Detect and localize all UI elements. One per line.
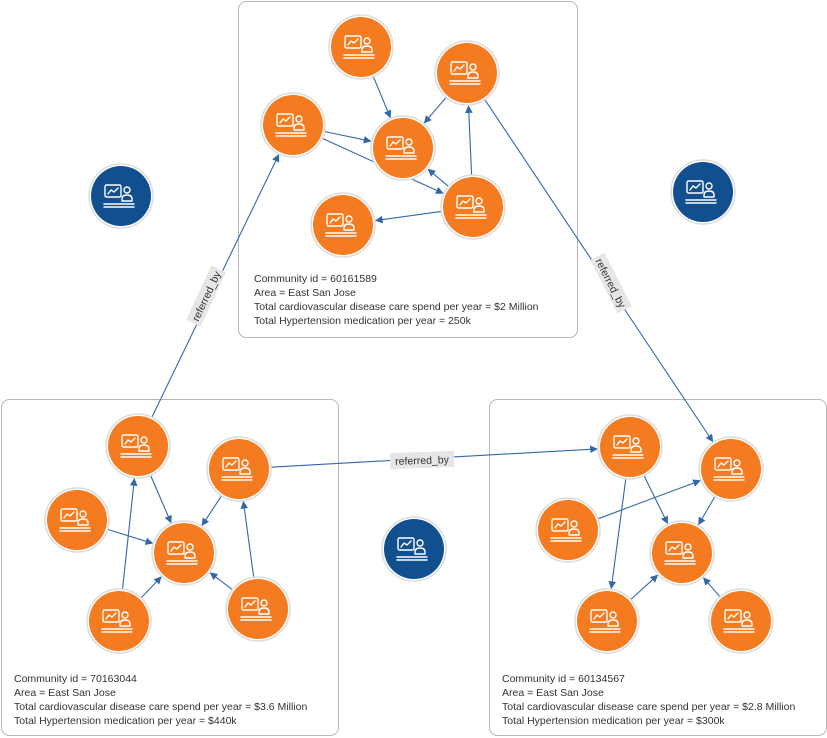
chart-presentation-person-icon	[103, 184, 135, 208]
chart-presentation-person-icon	[325, 213, 357, 237]
community-node[interactable]	[86, 588, 152, 654]
edge-arrow	[703, 577, 721, 598]
community-node[interactable]	[434, 40, 500, 106]
edge-label-middle: referred_by	[389, 450, 455, 470]
chart-presentation-person-icon	[396, 537, 428, 561]
community-spend-text: Total cardiovascular disease care spend …	[502, 701, 795, 713]
isolated-node[interactable]	[381, 516, 447, 582]
chart-presentation-person-icon	[612, 435, 644, 459]
chart-presentation-person-icon	[550, 518, 582, 542]
community-node[interactable]	[649, 520, 715, 586]
community-node[interactable]	[310, 192, 376, 258]
edge-arrow	[423, 96, 447, 124]
community-node[interactable]	[535, 497, 601, 563]
community-id-text: Community id = 60134567	[502, 673, 625, 685]
edge-arrow	[324, 130, 372, 144]
chart-presentation-person-icon	[664, 541, 696, 565]
community-node[interactable]	[698, 436, 764, 502]
edge-arrow	[209, 572, 233, 591]
community-meds-text: Total Hypertension medication per year =…	[14, 715, 237, 727]
community-meds-text: Total Hypertension medication per year =…	[502, 715, 725, 727]
chart-presentation-person-icon	[221, 457, 253, 481]
edge-arrow	[608, 478, 627, 590]
edge-label-right: referred_by	[590, 252, 632, 314]
community-node[interactable]	[370, 115, 436, 181]
edge-arrow	[374, 210, 442, 224]
edge-arrow	[643, 475, 668, 525]
edge-arrow	[201, 495, 222, 527]
community-meds-text: Total Hypertension medication per year =…	[254, 315, 472, 327]
community-node[interactable]	[260, 92, 326, 158]
community-id-text: Community id = 60161589	[254, 273, 377, 285]
edge-arrow	[140, 576, 162, 599]
nodes-layer	[44, 14, 774, 654]
chart-presentation-person-icon	[449, 61, 481, 85]
edge-arrow	[597, 479, 701, 520]
community-spend-text: Total cardiovascular disease care spend …	[14, 701, 307, 713]
edge-label-left: referred_by	[186, 265, 226, 327]
chart-presentation-person-icon	[166, 541, 198, 565]
community-spend-text: Total cardiovascular disease care spend …	[254, 301, 539, 313]
community-node[interactable]	[708, 588, 774, 654]
chart-presentation-person-icon	[101, 609, 133, 633]
chart-presentation-person-icon	[685, 180, 717, 204]
isolated-node[interactable]	[670, 159, 736, 225]
community-id-text: Community id = 70163044	[14, 673, 137, 685]
community-node[interactable]	[597, 414, 663, 480]
edge-arrow	[698, 496, 716, 526]
chart-presentation-person-icon	[723, 609, 755, 633]
chart-presentation-person-icon	[589, 609, 621, 633]
chart-presentation-person-icon	[455, 195, 487, 219]
edge-arrow	[107, 528, 154, 545]
chart-presentation-person-icon	[713, 457, 745, 481]
chart-presentation-person-icon	[275, 113, 307, 137]
community-node[interactable]	[105, 413, 171, 479]
community-node[interactable]	[151, 520, 217, 586]
edge-arrow	[464, 105, 473, 176]
edge-arrow	[150, 475, 172, 524]
community-area-text: Area = East San Jose	[502, 687, 604, 699]
svg-text:referred_by: referred_by	[395, 454, 450, 468]
chart-presentation-person-icon	[343, 35, 375, 59]
community-info-left: Community id = 70163044 Area = East San …	[14, 673, 307, 727]
edge-arrow	[372, 76, 392, 119]
community-node[interactable]	[225, 576, 291, 642]
community-node[interactable]	[440, 174, 506, 240]
chart-presentation-person-icon	[240, 597, 272, 621]
community-node[interactable]	[574, 588, 640, 654]
isolated-node[interactable]	[88, 163, 154, 229]
community-node[interactable]	[328, 14, 394, 80]
edge-arrow	[121, 478, 138, 590]
community-node[interactable]	[206, 436, 272, 502]
chart-presentation-person-icon	[120, 434, 152, 458]
chart-presentation-person-icon	[59, 508, 91, 532]
chart-presentation-person-icon	[385, 136, 417, 160]
community-info-right: Community id = 60134567 Area = East San …	[502, 673, 795, 727]
edge-arrow	[240, 500, 255, 578]
community-area-text: Area = East San Jose	[14, 687, 116, 699]
community-info-top: Community id = 60161589 Area = East San …	[254, 273, 539, 327]
edge-arrow	[427, 168, 449, 187]
edge-arrow	[630, 574, 659, 600]
community-node[interactable]	[44, 487, 110, 553]
community-area-text: Area = East San Jose	[254, 287, 356, 299]
